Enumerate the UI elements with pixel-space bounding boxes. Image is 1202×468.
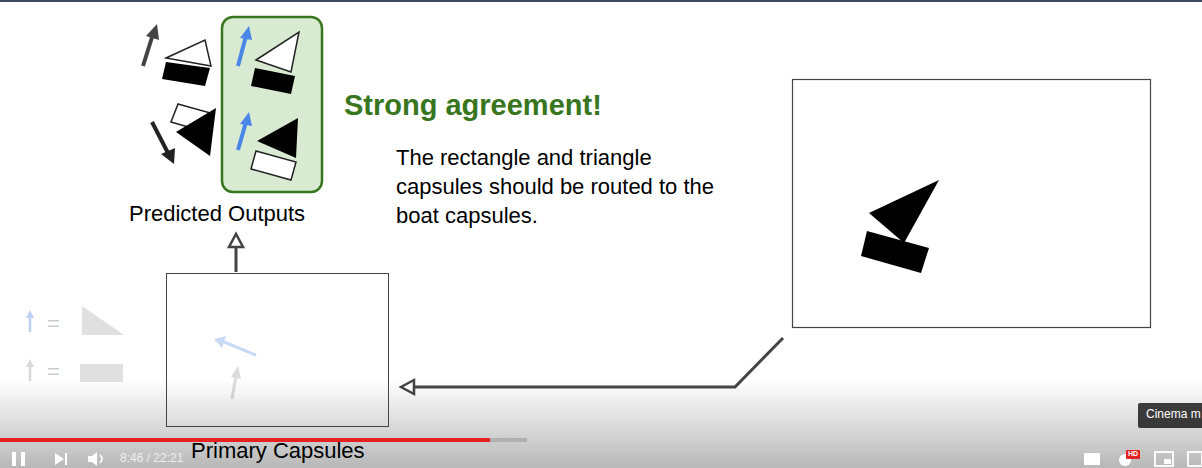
player-shade bbox=[0, 380, 1202, 468]
boat-figure bbox=[861, 180, 939, 273]
legend-equals: = bbox=[47, 359, 60, 384]
layer-label: Primary Capsules bbox=[189, 438, 367, 464]
hd-badge bbox=[1126, 450, 1140, 459]
explanation-text: The rectangle and triangle capsules shou… bbox=[396, 143, 731, 230]
up-arrow bbox=[229, 234, 243, 272]
input-image-box bbox=[793, 80, 1151, 328]
agreement-box bbox=[222, 17, 322, 192]
prediction-left-top bbox=[143, 24, 211, 86]
progress-track bbox=[0, 438, 1202, 442]
group-label: Predicted Outputs bbox=[129, 201, 305, 226]
tooltip-box bbox=[1138, 403, 1202, 428]
prediction-agree-bottom bbox=[238, 112, 298, 180]
faded-legend bbox=[26, 306, 124, 382]
capsule-layer-box: Primary Capsules bbox=[166, 273, 389, 427]
hd-text: HD bbox=[1128, 450, 1138, 458]
prediction-agree-top bbox=[238, 26, 299, 94]
legend-equals: = bbox=[47, 311, 60, 336]
player-icons bbox=[12, 452, 1202, 466]
top-bar bbox=[0, 0, 1202, 2]
prediction-left-bottom bbox=[152, 104, 216, 164]
agreement-heading: Strong agreement! bbox=[344, 89, 602, 122]
time-display: 8:46 / 22:21 bbox=[120, 452, 183, 466]
tooltip-text: Cinema m bbox=[1146, 408, 1201, 422]
